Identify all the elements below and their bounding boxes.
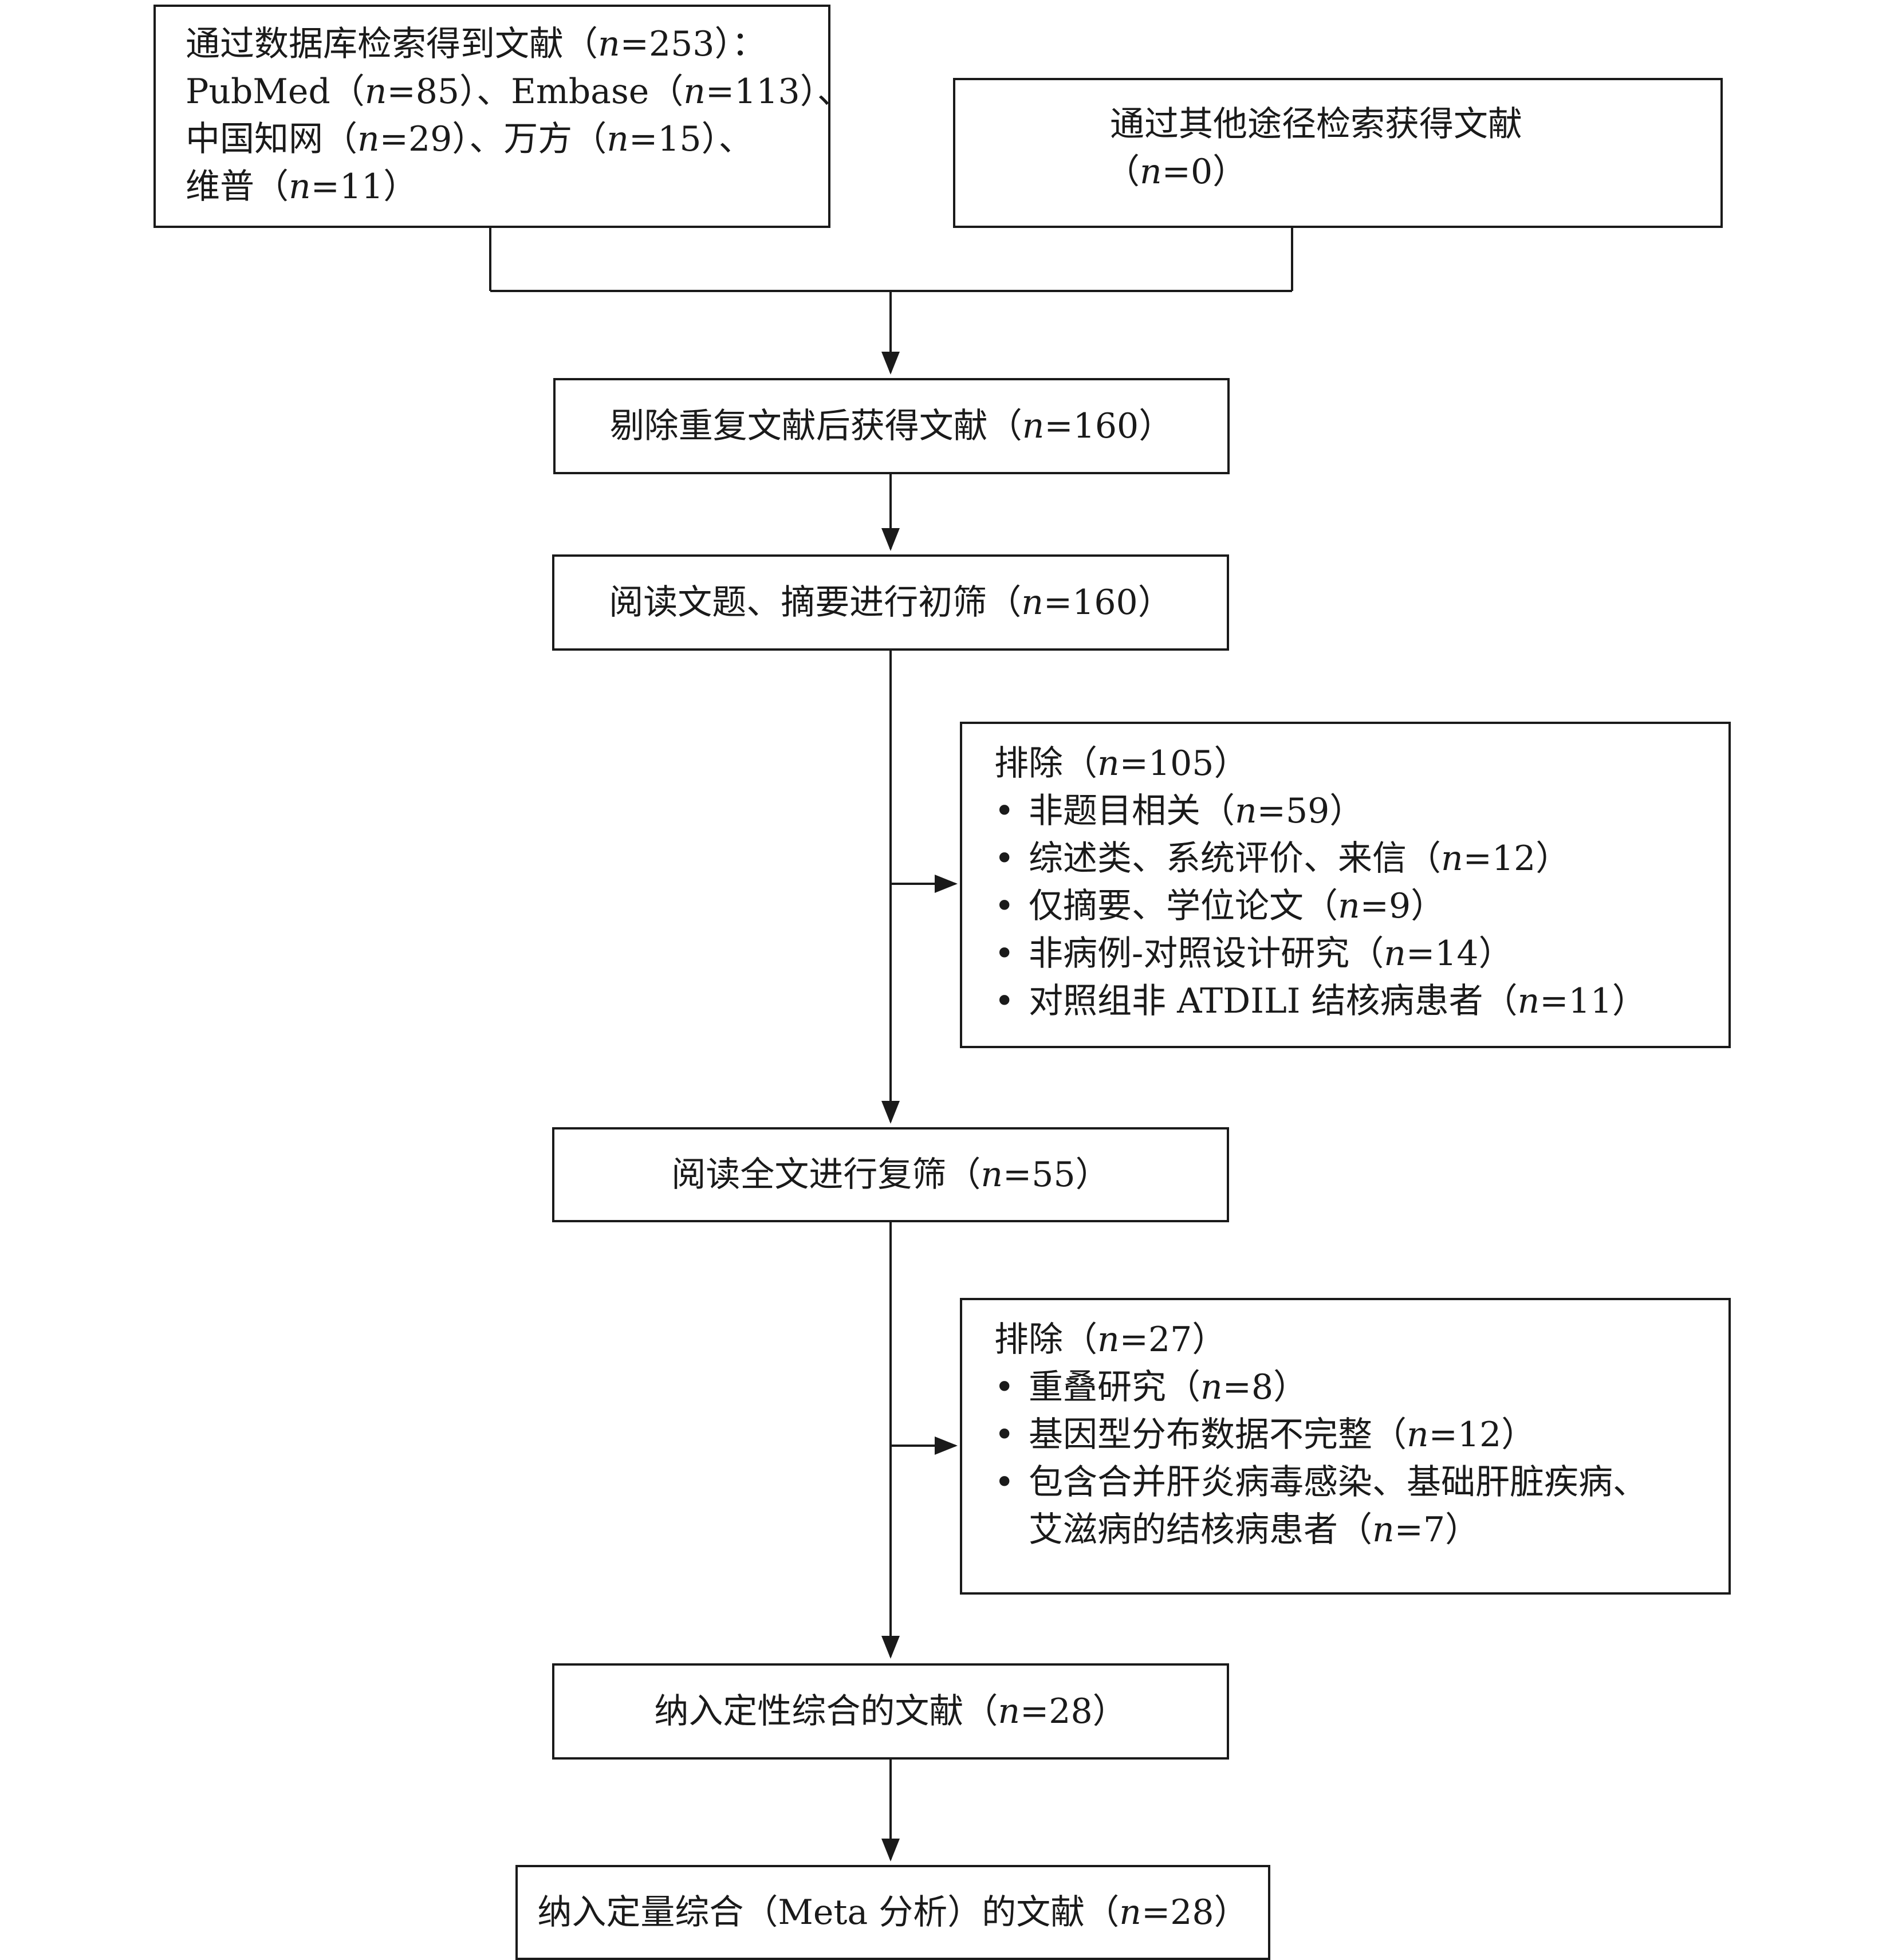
quantitative-synthesis-box: 纳入定量综合（Meta 分析）的文献（n=28） — [515, 1865, 1270, 1960]
exclusion-2-item: 包含合并肝炎病毒感染、基础肝脏疾病、 — [994, 1459, 1728, 1506]
source-database-box: 通过数据库检索得到文献（n=253）： PubMed（n=85）、Embase（… — [153, 5, 852, 228]
exclusion-1-item: 综述类、系统评价、来信（n=12） — [994, 835, 1728, 883]
source-db-line-2: PubMed（n=85）、Embase（n=113）、 — [186, 72, 852, 112]
exclusion-2-heading: 排除（n=27） — [994, 1320, 1227, 1360]
qualitative-text: 纳入定性综合的文献（n=28） — [654, 1691, 1127, 1731]
dedup-text: 剔除重复文献后获得文献（n=160） — [609, 406, 1174, 446]
exclusion-box-1: 排除（n=105） 非题目相关（n=59） 综述类、系统评价、来信（n=12） … — [960, 722, 1731, 1048]
exclusion-1-item: 非题目相关（n=59） — [994, 788, 1728, 835]
title-abstract-screen-box: 阅读文题、摘要进行初筛（n=160） — [552, 554, 1229, 651]
source-db-line-4: 维普（n=11） — [186, 167, 418, 207]
fulltext-screen-box: 阅读全文进行复筛（n=55） — [552, 1127, 1229, 1222]
exclusion-1-heading: 排除（n=105） — [994, 743, 1249, 784]
source-db-line-3: 中国知网（n=29）、万方（n=15）、 — [186, 119, 753, 159]
source-other-line-2: （n=0） — [1105, 152, 1247, 192]
source-other-line-1: 通过其他途径检索获得文献 — [1110, 104, 1522, 144]
qualitative-synthesis-box: 纳入定性综合的文献（n=28） — [552, 1663, 1229, 1760]
fulltext-text: 阅读全文进行复筛（n=55） — [671, 1154, 1110, 1195]
exclusion-1-item: 对照组非 ATDILI 结核病患者（n=11） — [994, 978, 1728, 1025]
source-db-line-1: 通过数据库检索得到文献（n=253）： — [186, 24, 766, 64]
exclusion-2-item-continued: 艾滋病的结核病患者（n=7） — [1029, 1510, 1480, 1550]
exclusion-2-item: 基因型分布数据不完整（n=12） — [994, 1411, 1728, 1459]
source-other-box: 通过其他途径检索获得文献 （n=0） — [953, 78, 1723, 228]
exclusion-1-item: 仅摘要、学位论文（n=9） — [994, 883, 1728, 930]
quantitative-text: 纳入定量综合（Meta 分析）的文献（n=28） — [537, 1892, 1249, 1933]
exclusion-2-item: 重叠研究（n=8） — [994, 1364, 1728, 1411]
dedup-box: 剔除重复文献后获得文献（n=160） — [553, 378, 1230, 474]
exclusion-box-2: 排除（n=27） 重叠研究（n=8） 基因型分布数据不完整（n=12） 包含合并… — [960, 1298, 1731, 1595]
exclusion-1-item: 非病例-对照设计研究（n=14） — [994, 930, 1728, 978]
screen-text: 阅读文题、摘要进行初筛（n=160） — [609, 582, 1172, 623]
